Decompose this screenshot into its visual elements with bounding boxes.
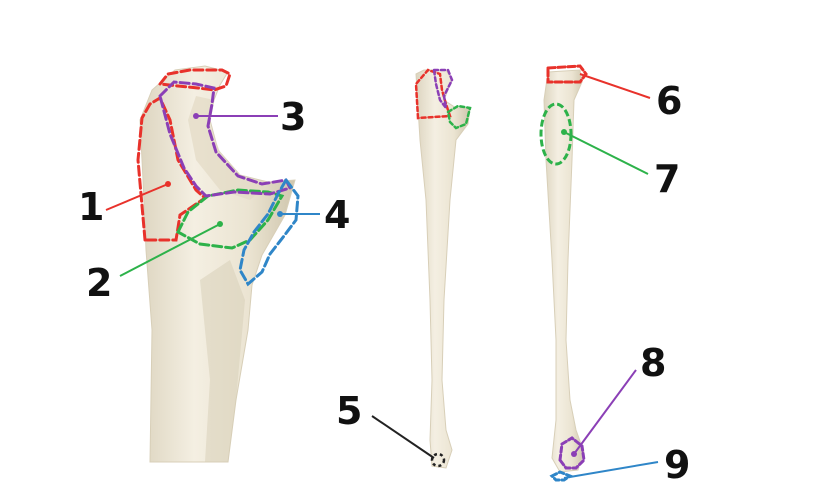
- label-8: 8: [640, 341, 666, 385]
- region-2-green: [176, 188, 285, 250]
- pointer-7: [561, 129, 649, 175]
- region-4-blue: [238, 177, 300, 287]
- ulna-side-bone: [415, 69, 471, 469]
- label-9: 9: [664, 443, 690, 487]
- pointer-6: [579, 73, 651, 99]
- region-side-green: [446, 104, 472, 130]
- proximal-ulna-closeup: 1 2 3 4: [78, 65, 350, 463]
- region-side-purple: [432, 68, 454, 109]
- label-5: 5: [336, 389, 362, 433]
- label-1: 1: [78, 185, 104, 229]
- region-side-black: [430, 452, 446, 468]
- pointer-2: [119, 221, 223, 277]
- pointer-9: [563, 461, 659, 479]
- region-6-red: [546, 64, 588, 84]
- pointer-8: [571, 369, 637, 457]
- ulna-posterior-bone: [543, 69, 585, 473]
- region-3-purple: [158, 80, 293, 198]
- shaft-shading: [200, 260, 245, 462]
- region-9-blue: [549, 470, 574, 482]
- region-7-green: [539, 102, 573, 166]
- ulna-side-view: 5: [336, 68, 472, 469]
- label-4: 4: [324, 193, 350, 237]
- pointer-3: [193, 113, 278, 119]
- region-1-red-top: [157, 68, 232, 92]
- region-8-purple: [558, 436, 586, 470]
- pointer-4: [277, 211, 320, 217]
- pointer-1: [105, 181, 171, 211]
- label-2: 2: [86, 261, 112, 305]
- ulna-posterior-view: 6 7 8 9: [539, 64, 690, 487]
- pointer-5: [371, 415, 435, 459]
- label-6: 6: [656, 79, 682, 123]
- label-3: 3: [280, 95, 306, 139]
- label-7: 7: [654, 157, 680, 201]
